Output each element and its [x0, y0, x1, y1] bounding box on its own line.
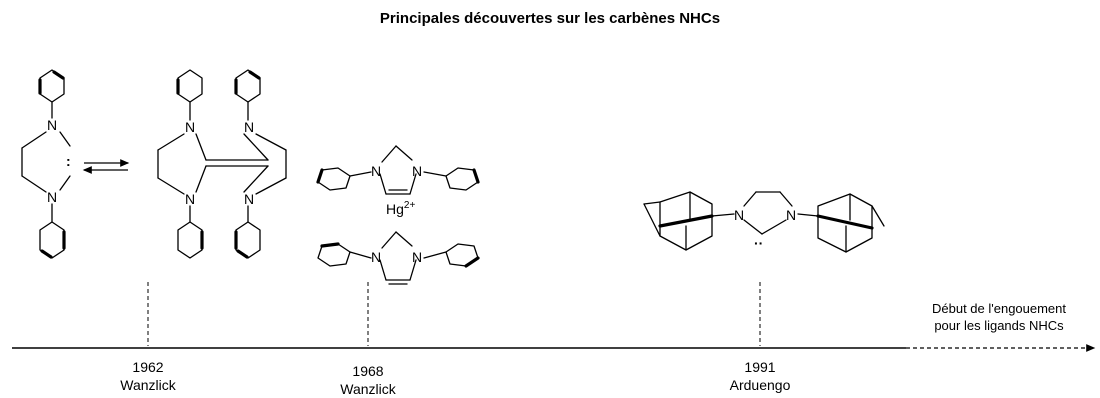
nitrogen-atom: N [185, 191, 195, 207]
equilibrium-arrows [82, 159, 130, 174]
nitrogen-atom: N [185, 119, 195, 135]
carbene-lone-pair: ·· [754, 235, 763, 251]
nitrogen-atom: N [371, 249, 381, 265]
event-author: Wanzlick [120, 377, 176, 393]
nitrogen-atom: N [412, 249, 422, 265]
note-line: Début de l'engouement [931, 301, 1067, 316]
nitrogen-atom: N [371, 163, 381, 179]
nitrogen-atom: N [734, 207, 744, 223]
nitrogen-atom: N [412, 163, 422, 179]
nitrogen-atom: N [47, 189, 57, 205]
free-carbene-structure: N N : [21, 69, 71, 259]
event-label-1991: 1991 Arduengo [720, 358, 800, 394]
diagram-title: Principales découvertes sur les carbènes… [379, 10, 721, 27]
event-author: Wanzlick [340, 381, 396, 397]
event-label-1962: 1962 Wanzlick [108, 358, 188, 394]
nitrogen-atom: N [244, 191, 254, 207]
nitrogen-atom: N [786, 207, 796, 223]
note-line: pour les ligands NHCs [934, 318, 1064, 333]
carbene-dimer-structure: N N N N [157, 69, 287, 259]
event-label-1968: 1968 Wanzlick [328, 362, 408, 398]
event-year: 1991 [744, 359, 776, 375]
mercury-complex-structure: N N Hg2+ N N [316, 145, 480, 285]
event-year: 1968 [352, 363, 384, 379]
future-note: Début de l'engouement pour les ligands N… [904, 300, 1094, 334]
event-year: 1962 [132, 359, 164, 375]
mercury-ion-label: Hg2+ [386, 200, 415, 217]
event-author: Arduengo [729, 377, 791, 393]
nitrogen-atom: N [244, 119, 254, 135]
carbene-lone-pair: : [66, 153, 71, 169]
arduengo-carbene-structure: N ·· N [643, 191, 885, 253]
nitrogen-atom: N [47, 117, 57, 133]
